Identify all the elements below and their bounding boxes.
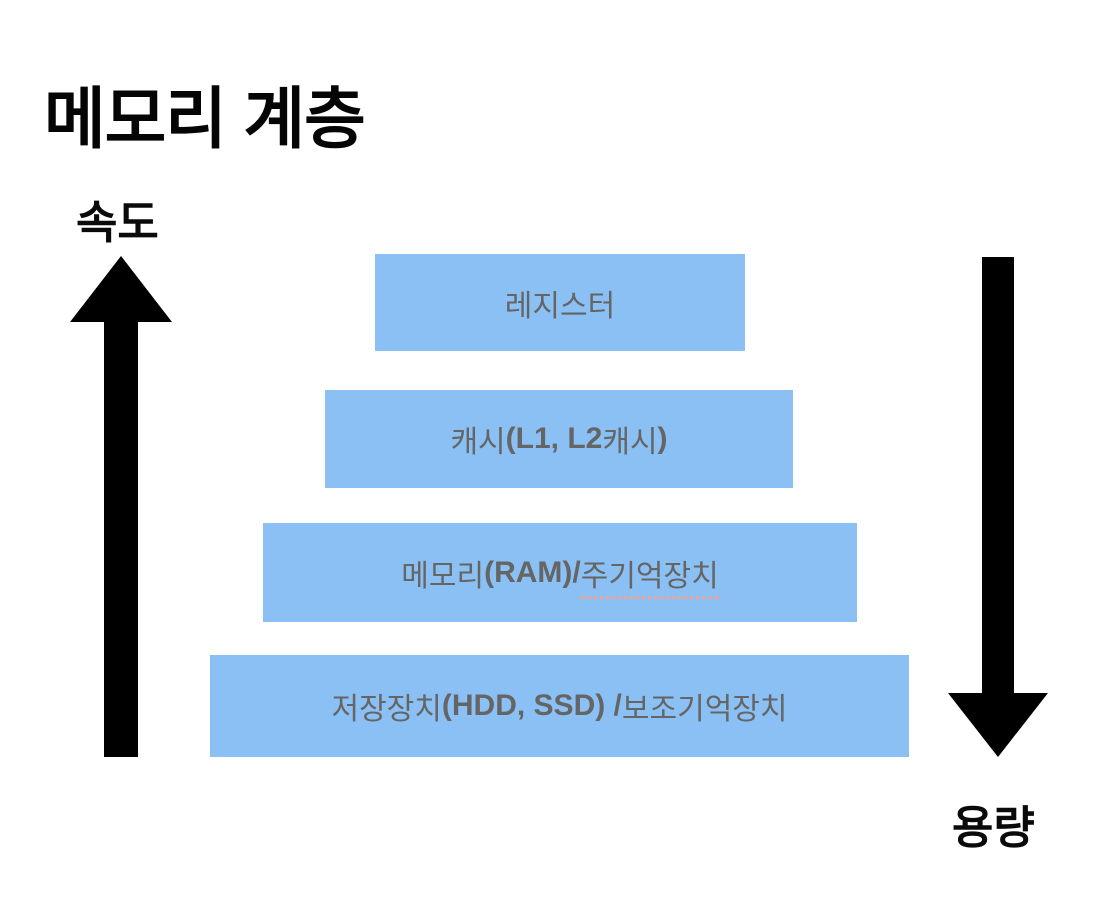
- layer-secondary-storage: 저장장치(HDD, SSD) / 보조기억장치: [210, 655, 909, 757]
- label-run: (RAM)/: [484, 555, 581, 589]
- arrow-up-icon: [70, 256, 172, 757]
- label-run: 메모리: [401, 559, 485, 593]
- label-run: (HDD, SSD) /: [441, 689, 622, 722]
- label-run: (L1, L2: [505, 422, 603, 455]
- label-run: 레지스터: [504, 289, 616, 323]
- label-run: 저장장치: [331, 693, 442, 726]
- label-run: 주기억장치: [580, 551, 719, 599]
- page-title: 메모리 계층: [44, 81, 366, 157]
- label-run: ): [657, 422, 668, 455]
- label-run: 보조기억장치: [621, 693, 788, 726]
- label-run: 캐시: [450, 426, 506, 459]
- layer-main-memory: 메모리(RAM)/ 주기억장치: [263, 523, 857, 622]
- layer-cache: 캐시(L1, L2 캐시): [325, 390, 793, 488]
- arrow-down-icon: [948, 257, 1048, 757]
- capacity-axis-label: 용량: [952, 802, 1035, 853]
- label-run: 캐시: [602, 426, 658, 459]
- speed-axis-label: 속도: [76, 197, 159, 248]
- layer-registers: 레지스터: [375, 254, 745, 351]
